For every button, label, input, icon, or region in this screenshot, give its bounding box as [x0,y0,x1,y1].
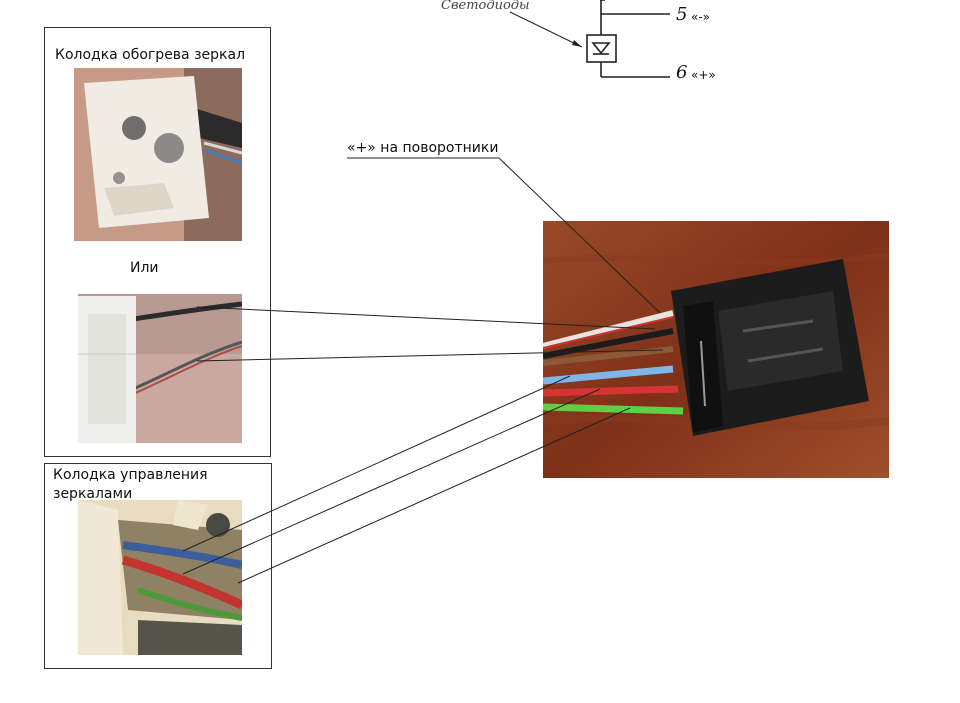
heating-connector-title: Колодка обогрева зеркал [55,47,246,63]
heating-connector-photo-2 [78,294,242,443]
schematic-drawing [586,0,670,78]
heating-connector-photo-1 [74,68,242,241]
control-connector-title-line1: Колодка управления [53,467,208,483]
connector-photo [543,221,889,478]
turn-signal-label: «+» на поворотники [347,140,499,156]
pin-6-sign: «+» [691,68,716,82]
leds-label: Светодиоды [441,0,530,13]
pin-6-number: 6 [676,62,688,83]
control-connector-title-line2: зеркалами [53,486,133,502]
pin-5-number: 5 [676,4,688,25]
or-label: Или [130,260,159,276]
pin-5-sign: «-» [691,10,711,24]
control-connector-photo [78,500,242,655]
